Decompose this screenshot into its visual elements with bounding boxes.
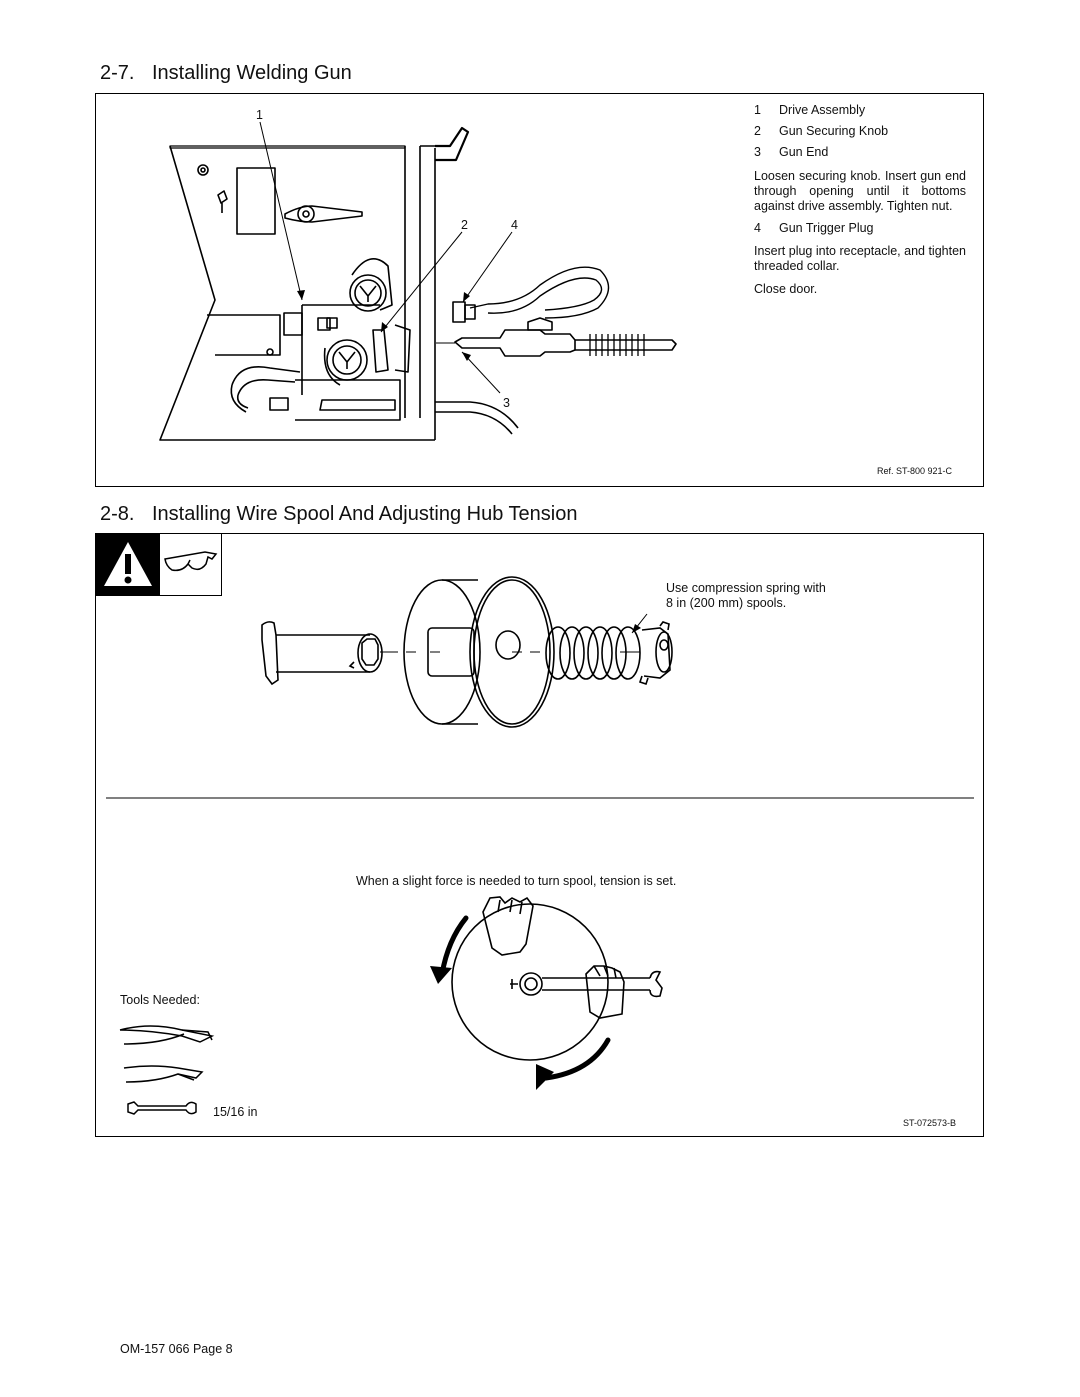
warning-icon	[96, 534, 160, 596]
safety-glasses-icon	[160, 534, 222, 596]
section-2-8-title: 2-8. Installing Wire Spool And Adjusting …	[100, 503, 577, 526]
instruction-insert-plug: Insert plug into receptacle, and tighten…	[754, 244, 966, 273]
instruction-insert-gun: Loosen securing knob. Insert gun end thr…	[754, 169, 966, 213]
welding-gun-illustration	[159, 121, 677, 441]
section-2-7-title: 2-7. Installing Welding Gun	[100, 62, 352, 85]
spring-note: Use compression spring with 8 in (200 mm…	[666, 581, 826, 610]
callout-3: 3	[503, 396, 510, 410]
section-number: 2-8.	[100, 503, 135, 525]
callout-2: 2	[461, 218, 468, 232]
welding-gun-figure-box	[95, 93, 984, 487]
diagonal-cutter-icon	[123, 1065, 204, 1083]
tension-note: When a slight force is needed to turn sp…	[356, 874, 677, 888]
section-title: Installing Welding Gun	[152, 62, 352, 84]
figure-ref-2-8: ST-072573-B	[903, 1118, 957, 1128]
wrench-size-label: 15/16 in	[213, 1105, 258, 1119]
tools-needed-label: Tools Needed:	[120, 993, 200, 1007]
instruction-close-door: Close door.	[754, 282, 818, 296]
tools-illustration	[119, 1025, 215, 1115]
callout-1: 1	[256, 108, 263, 122]
pliers-icon	[119, 1025, 215, 1045]
callout-4: 4	[511, 218, 518, 232]
wrench-icon	[127, 1101, 197, 1115]
section-number: 2-7.	[100, 62, 135, 84]
spool-assembly-illustration	[106, 576, 974, 799]
section-title: Installing Wire Spool And Adjusting Hub …	[152, 503, 578, 525]
figure-ref-2-7: Ref. ST-800 921-C	[877, 466, 953, 476]
wire-spool-figure-box	[95, 533, 984, 1137]
hub-tension-illustration	[430, 896, 663, 1090]
page-footer: OM-157 066 Page 8	[120, 1342, 233, 1356]
